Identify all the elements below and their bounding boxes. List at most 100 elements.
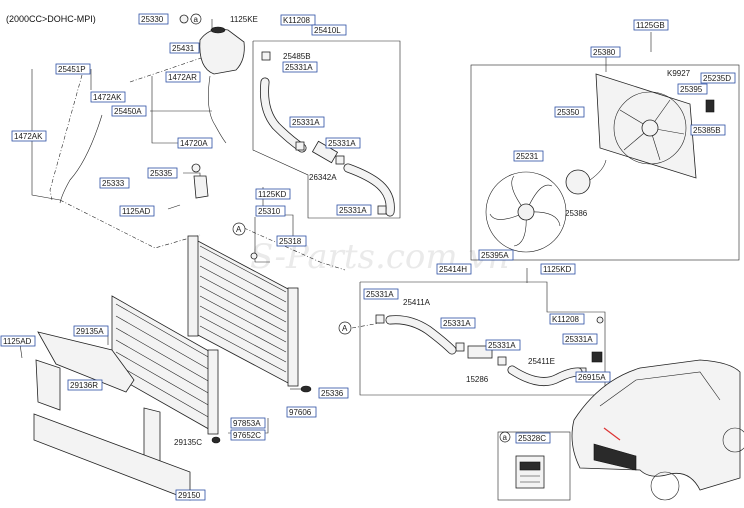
part-number-text: 25380 <box>593 48 616 57</box>
part-label-1125gb[interactable]: 1125GB <box>633 19 669 31</box>
part-label-26342a[interactable]: 26342A <box>309 173 337 182</box>
part-label-25330[interactable]: 25330 <box>138 13 169 25</box>
part-label-1472ak[interactable]: 1472AK <box>11 130 47 142</box>
part-label-25485b[interactable]: 25485B <box>283 52 311 61</box>
part-label-25231[interactable]: 25231 <box>513 150 544 162</box>
part-label-25333[interactable]: 25333 <box>99 177 130 189</box>
part-label-25331a[interactable]: 25331A <box>325 137 361 149</box>
part-label-25328c[interactable]: 25328C <box>515 432 551 444</box>
part-label-box <box>147 167 178 179</box>
part-label-box <box>282 61 318 73</box>
part-label-14720a[interactable]: 14720A <box>177 137 213 149</box>
part-label-29150[interactable]: 29150 <box>175 489 206 501</box>
part-label-25411e[interactable]: 25411E <box>528 357 555 366</box>
part-label-box <box>111 105 147 117</box>
part-label-box <box>286 406 317 418</box>
part-label-box <box>169 42 200 54</box>
part-label-k11208[interactable]: K11208 <box>549 313 585 325</box>
part-label-97853a[interactable]: 97853A <box>230 417 266 429</box>
part-label-box <box>138 13 169 25</box>
part-label-1472ar[interactable]: 1472AR <box>165 71 201 83</box>
part-label-box <box>513 150 544 162</box>
part-label-25410l[interactable]: 25410L <box>311 24 347 36</box>
part-label-k9927[interactable]: K9927 <box>667 69 691 78</box>
engine-spec-text: (2000CC>DOHC-MPI) <box>6 14 96 24</box>
part-label-25385b[interactable]: 25385B <box>690 124 726 136</box>
part-number-text: K11208 <box>552 315 580 324</box>
part-number-text: 25331A <box>488 341 516 350</box>
part-label-25331a[interactable]: 25331A <box>562 333 598 345</box>
part-label-25386[interactable]: 25386 <box>565 209 588 218</box>
part-label-box <box>119 205 155 217</box>
part-label-1125kd[interactable]: 1125KD <box>255 188 291 200</box>
part-label-25318[interactable]: 25318 <box>276 235 307 247</box>
part-label-29136r[interactable]: 29136R <box>67 379 103 391</box>
fan-motor <box>565 159 607 195</box>
part-label-box <box>318 387 349 399</box>
part-label-97652c[interactable]: 97652C <box>230 429 266 441</box>
part-label-25331a[interactable]: 25331A <box>289 116 325 128</box>
leader-reservoir-c <box>59 199 201 249</box>
part-label-25235d[interactable]: 25235D <box>700 72 736 84</box>
part-number-text: 25331A <box>366 290 394 299</box>
part-label-1125kd[interactable]: 1125KD <box>540 263 576 275</box>
part-label-box <box>0 335 36 347</box>
reservoir-cap <box>179 14 213 28</box>
part-label-25380[interactable]: 25380 <box>590 46 621 58</box>
part-label-25451p[interactable]: 25451P <box>55 63 91 75</box>
part-label-1125ad[interactable]: 1125AD <box>119 205 155 217</box>
part-label-25395[interactable]: 25395 <box>677 83 708 95</box>
part-label-25450a[interactable]: 25450A <box>111 105 147 117</box>
part-label-box <box>280 14 316 26</box>
part-number-text: 25431 <box>172 44 195 53</box>
part-label-25335[interactable]: 25335 <box>147 167 178 179</box>
part-label-26915a[interactable]: 26915A <box>575 371 611 383</box>
part-label-25411a[interactable]: 25411A <box>403 298 431 307</box>
leader-callout-A2 <box>351 322 381 329</box>
part-label-box <box>575 371 611 383</box>
part-number-text: 1125AD <box>3 337 32 346</box>
part-label-25331a[interactable]: 25331A <box>336 204 372 216</box>
part-number-text: 97606 <box>289 408 312 417</box>
part-label-box <box>336 204 372 216</box>
lower-hose-frame <box>359 281 606 396</box>
part-label-box <box>677 83 708 95</box>
part-label-97606[interactable]: 97606 <box>286 406 317 418</box>
part-label-box <box>363 288 399 300</box>
part-label-box <box>99 177 130 189</box>
part-label-15286[interactable]: 15286 <box>466 375 489 384</box>
part-label-25414h[interactable]: 25414H <box>436 263 472 275</box>
part-label-box <box>633 19 669 31</box>
part-number-text: 1472AK <box>14 132 43 141</box>
part-label-25331a[interactable]: 25331A <box>363 288 399 300</box>
part-label-1472ak[interactable]: 1472AK <box>90 91 126 103</box>
part-label-25331a[interactable]: 25331A <box>485 339 521 351</box>
part-number-text: 26915A <box>578 373 606 382</box>
part-number-text: 25395 <box>680 85 703 94</box>
part-number-text: 25414H <box>439 265 467 274</box>
part-label-25395a[interactable]: 25395A <box>478 249 514 261</box>
part-number-text: 25450A <box>114 107 142 116</box>
part-number-text: 25350 <box>557 108 580 117</box>
part-label-1125ke[interactable]: 1125KE <box>230 15 258 24</box>
part-label-29135c[interactable]: 29135C <box>174 438 202 447</box>
part-label-25336[interactable]: 25336 <box>318 387 349 399</box>
part-label-29135a[interactable]: 29135A <box>73 325 109 337</box>
part-label-25350[interactable]: 25350 <box>554 106 585 118</box>
part-label-25431[interactable]: 25431 <box>169 42 200 54</box>
part-label-box <box>55 63 91 75</box>
part-number-text: 25310 <box>258 207 281 216</box>
part-label-box <box>177 137 213 149</box>
part-number-text: 1472AR <box>168 73 197 82</box>
part-number-text: 25318 <box>279 237 302 246</box>
part-label-box <box>485 339 521 351</box>
part-label-box <box>325 137 361 149</box>
part-label-k11208[interactable]: K11208 <box>280 14 316 26</box>
part-label-25310[interactable]: 25310 <box>255 205 286 217</box>
part-label-box <box>67 379 103 391</box>
part-label-25331a[interactable]: 25331A <box>440 317 476 329</box>
part-label-25331a[interactable]: 25331A <box>282 61 318 73</box>
svg-text:a: a <box>503 433 508 442</box>
part-label-1125ad[interactable]: 1125AD <box>0 335 36 347</box>
